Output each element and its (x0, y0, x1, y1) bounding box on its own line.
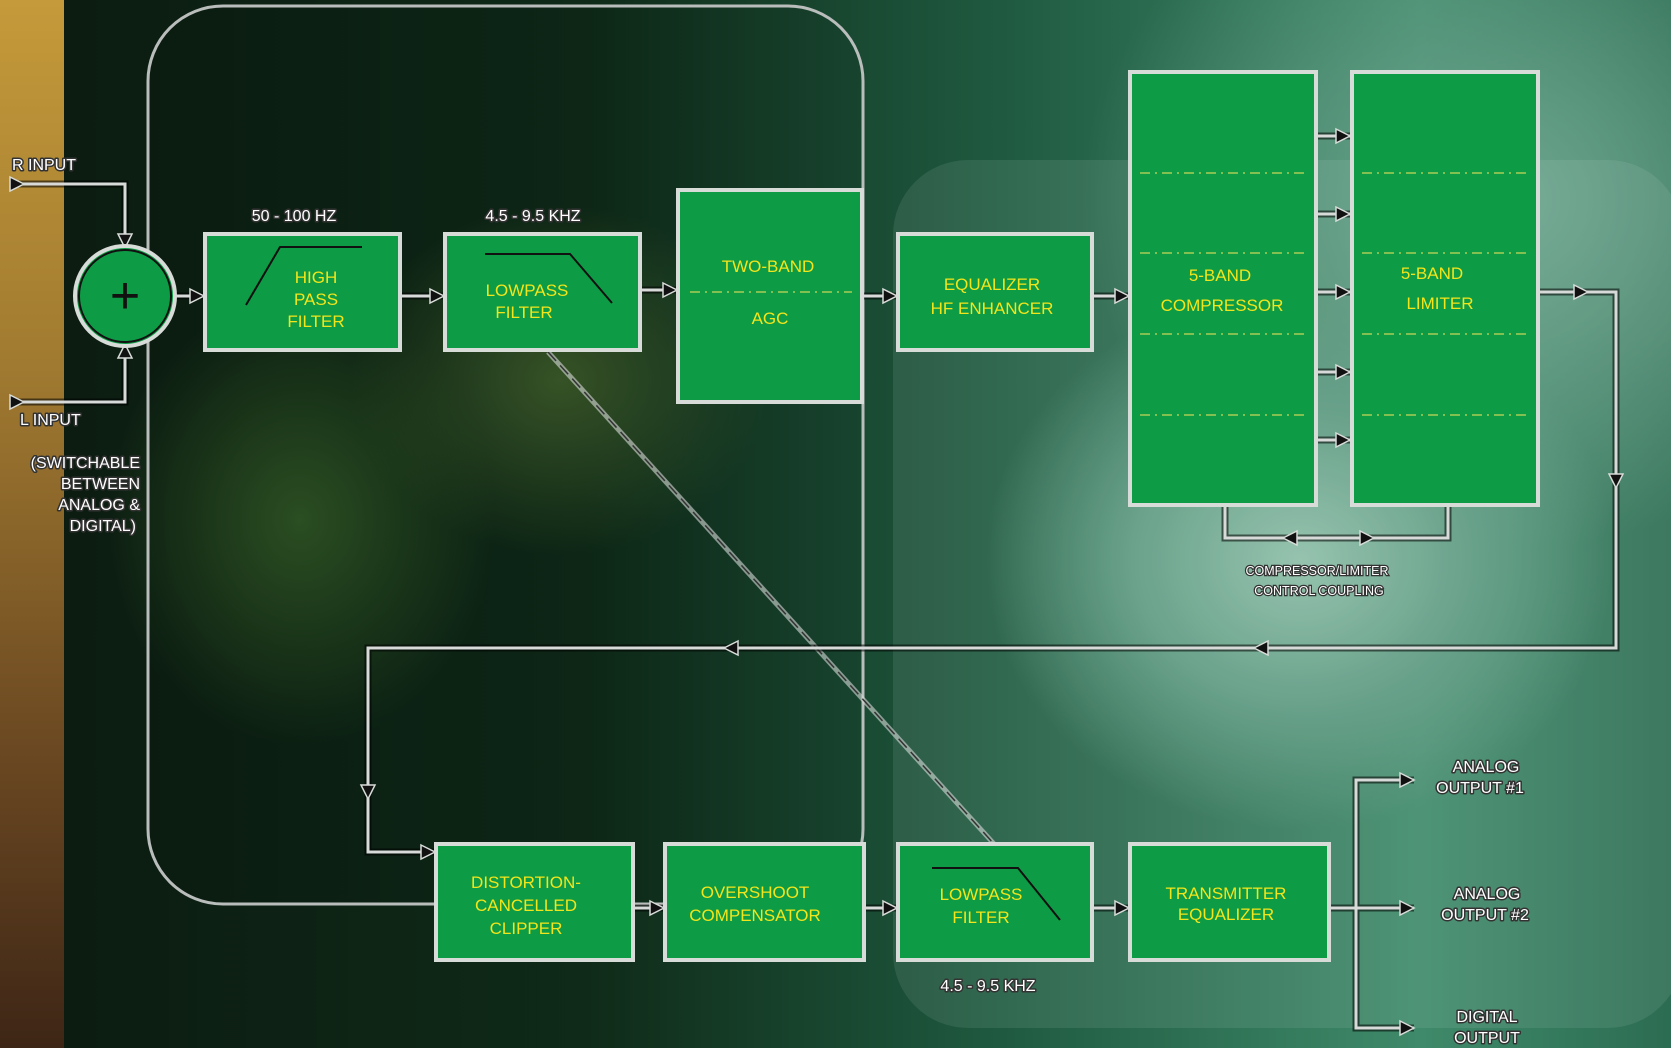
transmitter-equalizer-block: TRANSMITTER EQUALIZER (1128, 842, 1331, 962)
svg-text:COMPRESSOR/LIMITER: COMPRESSOR/LIMITER (1245, 564, 1388, 578)
arrow-to-lowpass (429, 287, 446, 305)
flow-arrows (9, 127, 1625, 1037)
arrow-to-highpass (189, 287, 206, 305)
svg-text:LOWPASS: LOWPASS (486, 281, 569, 300)
lowpass-top-freq-label: 4.5 - 9.5 KHZ (485, 208, 580, 225)
svg-text:DISTORTION-: DISTORTION- (471, 873, 581, 892)
arrow-digital-out (1399, 1019, 1416, 1037)
svg-text:HIGH: HIGH (295, 268, 338, 287)
svg-text:DIGITAL: DIGITAL (1456, 1009, 1517, 1026)
svg-text:EQUALIZER: EQUALIZER (1178, 905, 1274, 924)
svg-text:OVERSHOOT: OVERSHOOT (701, 883, 810, 902)
arrow-to-transmitter-eq (1114, 899, 1131, 917)
five-band-limiter-block: 5-BAND LIMITER (1350, 70, 1540, 507)
wires (10, 132, 1620, 1032)
svg-text:OUTPUT: OUTPUT (1454, 1030, 1520, 1047)
arrow-coupling-right (1359, 529, 1376, 547)
svg-text:TWO-BAND: TWO-BAND (722, 257, 815, 276)
overshoot-compensator-block: OVERSHOOT COMPENSATOR (663, 842, 866, 962)
svg-text:ANALOG: ANALOG (1453, 759, 1520, 776)
coupling-label: COMPRESSOR/LIMITER CONTROL COUPLING (1244, 563, 1390, 600)
svg-text:OUTPUT #1: OUTPUT #1 (1436, 780, 1524, 797)
svg-text:FILTER: FILTER (495, 303, 552, 322)
high-pass-filter-block: HIGH PASS FILTER (203, 232, 402, 352)
arrow-limiter-out (1573, 283, 1590, 301)
switchable-note: (SWITCHABLE BETWEEN ANALOG & DIGITAL) (29, 454, 142, 537)
svg-text:COMPRESSOR: COMPRESSOR (1161, 296, 1284, 315)
svg-text:PASS: PASS (294, 290, 338, 309)
arrow-l-input (9, 393, 26, 411)
two-band-agc-block: TWO-BAND AGC (676, 188, 864, 404)
svg-text:HF ENHANCER: HF ENHANCER (931, 299, 1054, 318)
svg-text:5-BAND: 5-BAND (1401, 264, 1463, 283)
arrow-to-compressor (1114, 287, 1131, 305)
arrow-return-1 (1252, 639, 1269, 657)
svg-text:FILTER: FILTER (952, 908, 1009, 927)
svg-text:OUTPUT #2: OUTPUT #2 (1441, 907, 1529, 924)
arrow-to-clipper (420, 843, 437, 861)
arrow-analog-out-1 (1399, 771, 1416, 789)
svg-text:BETWEEN: BETWEEN (61, 476, 140, 493)
svg-text:CLIPPER: CLIPPER (490, 919, 563, 938)
left-color-band (0, 0, 64, 1048)
summing-junction: + (73, 244, 177, 348)
svg-text:TRANSMITTER: TRANSMITTER (1166, 884, 1287, 903)
arrow-band-2 (1335, 205, 1352, 223)
highpass-freq-label: 50 - 100 HZ (252, 208, 337, 225)
distortion-cancelled-clipper-block: DISTORTION- CANCELLED CLIPPER (434, 842, 635, 962)
arrow-to-lowpass-bottom (882, 899, 899, 917)
digital-output-label: DIGITAL OUTPUT (1453, 1008, 1522, 1048)
svg-text:LOWPASS: LOWPASS (940, 885, 1023, 904)
svg-text:ANALOG &: ANALOG & (58, 497, 140, 514)
lowpass-bottom-freq-label: 4.5 - 9.5 KHZ (940, 978, 1035, 995)
arrow-summer-top (116, 233, 134, 250)
equalizer-hf-enhancer-block: EQUALIZER HF ENHANCER (896, 232, 1094, 352)
summer-plus-icon: + (110, 267, 140, 325)
svg-text:DIGITAL): DIGITAL) (70, 518, 136, 535)
arrow-down-right (1607, 473, 1625, 490)
arrow-summer-bottom (116, 342, 134, 359)
r-input-label: R INPUT (12, 157, 76, 174)
arrow-band-4 (1335, 363, 1352, 381)
arrow-analog-out-2 (1399, 899, 1416, 917)
arrow-r-input (9, 175, 26, 193)
five-band-compressor-block: 5-BAND COMPRESSOR (1128, 70, 1318, 507)
arrow-coupling-left (1281, 529, 1298, 547)
svg-text:FILTER: FILTER (287, 312, 344, 331)
arrow-band-1 (1335, 127, 1352, 145)
left-processing-panel (146, 4, 865, 906)
arrow-band-5 (1335, 431, 1352, 449)
svg-text:EQUALIZER: EQUALIZER (944, 275, 1040, 294)
svg-text:LIMITER: LIMITER (1406, 294, 1473, 313)
svg-text:CONTROL COUPLING: CONTROL COUPLING (1254, 584, 1383, 598)
svg-text:ANALOG: ANALOG (1454, 886, 1521, 903)
analog-output-1-label: ANALOG OUTPUT #1 (1435, 758, 1526, 799)
arrow-band-3 (1335, 283, 1352, 301)
arrow-down-left (359, 784, 377, 801)
svg-text:AGC: AGC (752, 309, 789, 328)
svg-text:(SWITCHABLE: (SWITCHABLE (31, 455, 140, 472)
svg-text:COMPENSATOR: COMPENSATOR (689, 906, 821, 925)
svg-text:5-BAND: 5-BAND (1189, 266, 1251, 285)
l-input-label: L INPUT (20, 412, 81, 429)
sidechain-dash (547, 351, 996, 846)
svg-text:CANCELLED: CANCELLED (475, 896, 577, 915)
analog-output-2-label: ANALOG OUTPUT #2 (1440, 885, 1531, 926)
arrow-return-2 (722, 639, 739, 657)
arrow-to-agc (662, 281, 679, 299)
arrow-to-overshoot (649, 899, 666, 917)
lowpass-filter-bottom-block: LOWPASS FILTER (896, 842, 1094, 962)
arrow-to-equalizer (882, 287, 899, 305)
lowpass-filter-top-block: LOWPASS FILTER (443, 232, 642, 352)
